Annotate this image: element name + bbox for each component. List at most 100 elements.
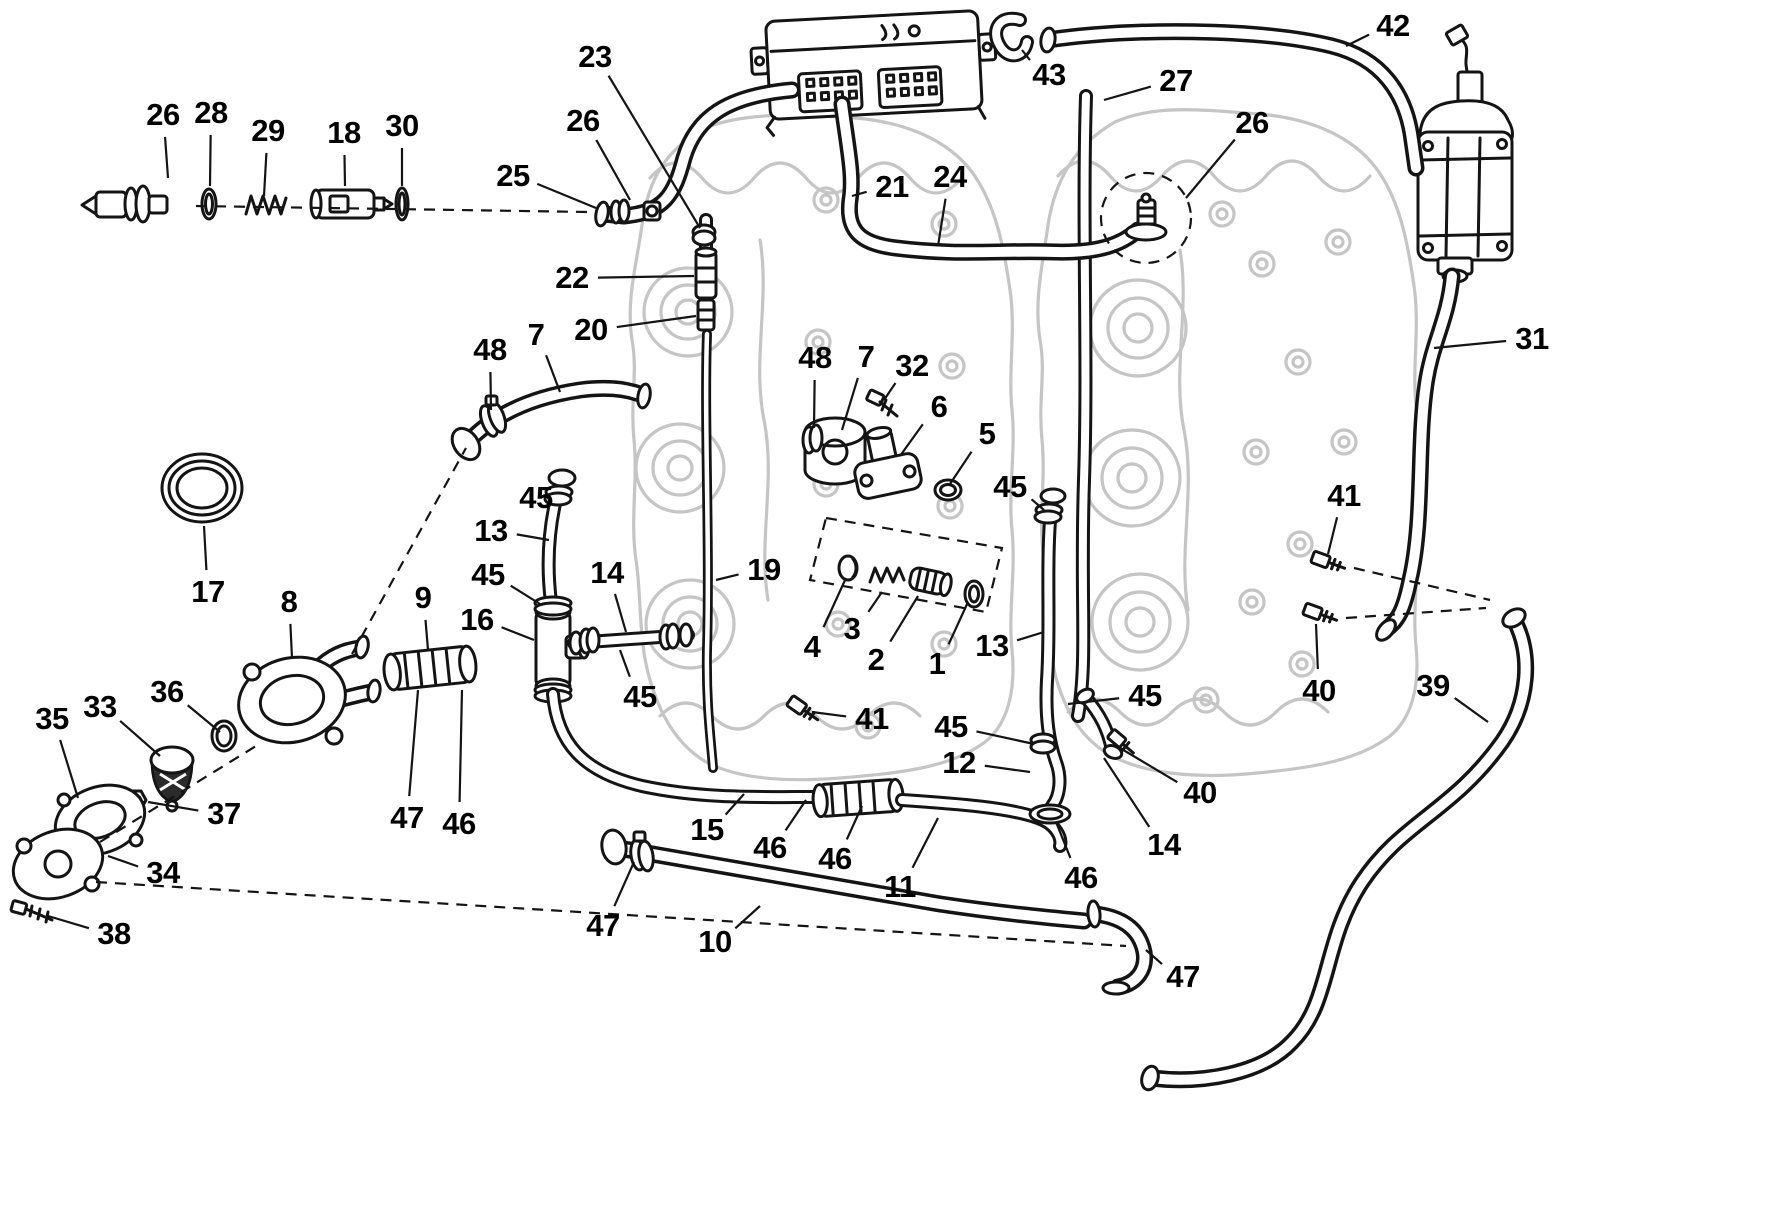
callout-label: 43 bbox=[1032, 57, 1066, 92]
callout-leader bbox=[607, 75, 701, 229]
o-ring-5 bbox=[933, 478, 963, 502]
callout-label: 15 bbox=[690, 812, 724, 847]
callout-leader bbox=[724, 793, 745, 816]
callout-leader bbox=[947, 601, 970, 645]
callout-label: 35 bbox=[35, 701, 69, 736]
clamp-45 bbox=[543, 484, 574, 507]
fuel-pump-assembly bbox=[1416, 23, 1514, 284]
callout-label: 40 bbox=[1183, 775, 1217, 810]
barb-fitting-41-center bbox=[785, 694, 820, 722]
callout-label: 13 bbox=[474, 513, 508, 548]
callout-label: 48 bbox=[473, 332, 507, 367]
callout-label: 45 bbox=[623, 679, 657, 714]
callout-label: 6 bbox=[930, 389, 948, 424]
callout-leader bbox=[1021, 49, 1031, 61]
callout-label: 34 bbox=[146, 855, 180, 890]
callout-leader bbox=[822, 577, 848, 628]
valve-kit-dashed-box bbox=[808, 516, 1004, 614]
callout-leader bbox=[262, 152, 268, 197]
callout-label: 37 bbox=[207, 796, 241, 831]
grommet-17 bbox=[160, 452, 244, 524]
callout-label: 14 bbox=[1147, 827, 1181, 862]
callout-leader bbox=[1030, 498, 1045, 511]
callout-label: 8 bbox=[280, 584, 298, 619]
callout-leader bbox=[734, 905, 761, 930]
callout-leader bbox=[715, 573, 739, 582]
callout-label: 46 bbox=[442, 806, 476, 841]
callout-leader bbox=[851, 190, 867, 198]
callout-leader bbox=[597, 274, 695, 279]
elbow-47 bbox=[1086, 899, 1153, 996]
callout-leader bbox=[1016, 630, 1045, 642]
plug-4 bbox=[837, 554, 859, 582]
clamp-45 bbox=[1033, 502, 1064, 525]
callout-label: 45 bbox=[993, 469, 1027, 504]
flange-46-right bbox=[1028, 803, 1072, 825]
callout-label: 4 bbox=[803, 629, 821, 664]
callout-label: 9 bbox=[414, 580, 432, 615]
fitting-26-right bbox=[1099, 171, 1193, 265]
bolt-32 bbox=[865, 388, 899, 418]
callout-label: 10 bbox=[698, 924, 732, 959]
clamp-45 bbox=[1029, 732, 1057, 755]
callout-leader bbox=[501, 626, 535, 642]
callout-leader bbox=[1454, 697, 1489, 723]
tee-fitting-16 bbox=[533, 595, 591, 704]
callout-leader bbox=[616, 314, 697, 329]
callout-label: 45 bbox=[471, 557, 505, 592]
hose-12-right bbox=[1028, 487, 1072, 825]
callout-leader bbox=[1185, 138, 1236, 199]
callout-leader bbox=[107, 854, 139, 868]
callout-label: 26 bbox=[1235, 105, 1269, 140]
callout-label: 39 bbox=[1416, 668, 1450, 703]
hose-31 bbox=[1375, 267, 1461, 642]
callout-label: 2 bbox=[867, 642, 885, 677]
engine-ghost-right bbox=[1036, 108, 1419, 778]
o-ring-28 bbox=[200, 187, 218, 221]
callout-label: 14 bbox=[590, 555, 624, 590]
clamp-45 bbox=[578, 626, 601, 655]
callout-leader bbox=[911, 817, 939, 869]
callout-label: 11 bbox=[884, 869, 916, 904]
callout-label: 41 bbox=[855, 701, 889, 736]
callout-label: 47 bbox=[1166, 959, 1200, 994]
fitting-stack-center bbox=[691, 213, 718, 773]
callout-label: 46 bbox=[753, 830, 787, 865]
hose-42 bbox=[1039, 23, 1425, 177]
callout-label: 27 bbox=[1159, 63, 1193, 98]
callout-leader bbox=[976, 730, 1035, 746]
connector-46 bbox=[811, 777, 905, 819]
engine-ghost-left bbox=[628, 113, 1015, 782]
barb-fitting-40-right bbox=[1301, 602, 1339, 624]
hose-7-left bbox=[450, 379, 652, 462]
clamp-48-right bbox=[801, 423, 824, 455]
callout-label: 5 bbox=[978, 416, 996, 451]
callout-leader bbox=[595, 139, 631, 201]
callout-leader bbox=[147, 800, 199, 812]
hose-27 bbox=[1071, 89, 1093, 723]
callout-label: 20 bbox=[574, 312, 608, 347]
callout-label: 36 bbox=[150, 674, 184, 709]
thermostat-cap-7 bbox=[801, 416, 867, 486]
callout-label: 47 bbox=[390, 800, 424, 835]
callout-leaders bbox=[47, 33, 1507, 965]
callout-leader bbox=[1067, 697, 1120, 706]
callout-leader bbox=[899, 423, 924, 457]
callout-leader bbox=[784, 799, 807, 832]
callout-label: 30 bbox=[385, 108, 419, 143]
flange-fitting-6 bbox=[853, 425, 923, 500]
spring-3 bbox=[868, 566, 906, 584]
callout-leader bbox=[936, 198, 947, 247]
callout-label: 7 bbox=[527, 317, 545, 352]
retaining-ring-30 bbox=[394, 186, 410, 222]
check-valve-2 bbox=[908, 566, 953, 598]
callout-label: 12 bbox=[942, 745, 976, 780]
hose-24 bbox=[833, 95, 1147, 261]
callout-leader bbox=[1054, 821, 1072, 859]
callout-leader bbox=[59, 739, 80, 799]
callout-label: 40 bbox=[1302, 673, 1336, 708]
elbow-fitting-25 bbox=[609, 198, 662, 225]
callout-leader bbox=[202, 525, 208, 571]
callout-label: 22 bbox=[555, 260, 589, 295]
